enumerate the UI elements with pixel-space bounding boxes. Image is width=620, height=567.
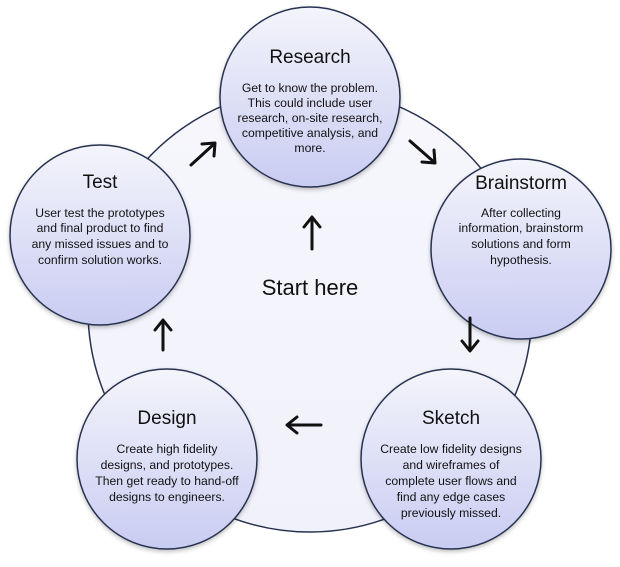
node-brainstorm-line-3: solutions and form xyxy=(471,237,571,251)
node-sketch xyxy=(360,368,542,550)
node-test-line-3: any missed issues and to xyxy=(32,237,169,251)
arrow-design-to-test xyxy=(153,318,173,352)
node-research-title: Research xyxy=(269,47,350,68)
node-test-line-1: User test the prototypes xyxy=(35,206,164,220)
node-research-line-1: Get to know the problem. xyxy=(242,81,378,95)
node-design-line-2: designs, and prototypes. xyxy=(101,458,234,472)
arrow-sketch-to-design xyxy=(285,415,323,435)
node-brainstorm-title: Brainstorm xyxy=(475,173,567,194)
node-sketch-line-2: and wireframes of xyxy=(403,458,500,472)
node-test-line-2: and final product to find xyxy=(37,221,164,235)
node-design-line-1: Create high fidelity xyxy=(117,442,219,456)
node-test-line-4: confirm solution works. xyxy=(38,253,162,267)
node-brainstorm-line-1: After collecting xyxy=(481,206,561,220)
node-research-line-5: more. xyxy=(294,141,325,155)
node-design-line-4: designs to engineers. xyxy=(109,490,225,504)
node-brainstorm-line-4: hypothesis. xyxy=(490,253,552,267)
arrow-test-to-research xyxy=(189,141,217,167)
node-sketch-title: Sketch xyxy=(422,408,480,429)
node-design-line-3: Then get ready to hand-off xyxy=(95,474,239,488)
node-sketch-line-4: find any edge cases xyxy=(397,490,505,504)
arrow-brainstorm-to-sketch xyxy=(460,316,480,353)
arrow-research-to-brainstorm xyxy=(408,139,437,165)
node-research-line-2: This could include user xyxy=(248,96,373,110)
node-design xyxy=(76,368,258,550)
node-test-title: Test xyxy=(83,172,119,193)
node-brainstorm-line-2: information, brainstorm xyxy=(459,221,584,235)
arrow-up-to-research xyxy=(302,215,322,251)
center-start-label: Start here xyxy=(262,275,359,300)
node-sketch-line-3: complete user flows and xyxy=(385,474,516,488)
node-research-line-4: competitive analysis, and xyxy=(242,126,378,140)
node-research xyxy=(219,6,401,188)
node-design-title: Design xyxy=(137,408,196,429)
node-research-line-3: research, on-site research, xyxy=(238,111,383,125)
node-brainstorm xyxy=(430,158,612,340)
node-sketch-line-1: Create low fidelity designs xyxy=(380,442,522,456)
node-sketch-line-5: previously missed. xyxy=(401,506,501,520)
node-test xyxy=(9,144,191,326)
